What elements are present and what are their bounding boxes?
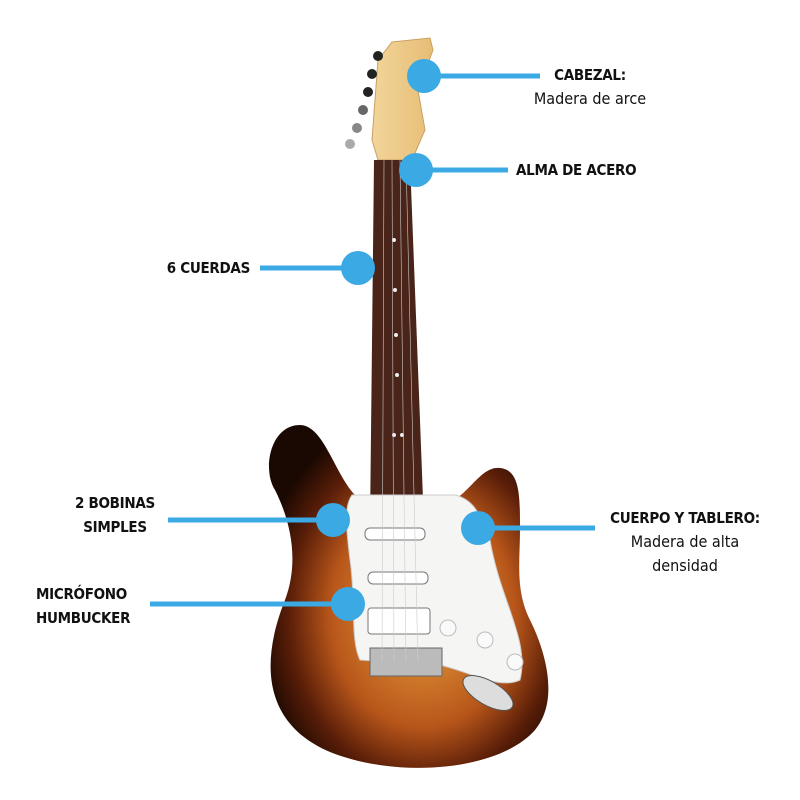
- callout-sub2: densidad: [652, 556, 718, 575]
- callout-body: CUERPO Y TABLERO: Madera de alta densida…: [600, 506, 770, 578]
- callout-line1: MICRÓFONO: [36, 585, 127, 603]
- callout-single-coils: 2 BOBINAS SIMPLES: [55, 491, 175, 539]
- callout-sub1: Madera de alta: [630, 532, 740, 551]
- callout-line2: HUMBUCKER: [36, 609, 131, 627]
- callout-line2: SIMPLES: [83, 518, 147, 536]
- callout-headstock: CABEZAL: Madera de arce: [520, 63, 660, 111]
- callout-markers: [150, 59, 595, 621]
- output-jack-plate: [462, 675, 514, 711]
- tuning-pegs: [345, 51, 383, 149]
- callout-humbucker: MICRÓFONO HUMBUCKER: [36, 582, 131, 630]
- pickups: [364, 527, 431, 635]
- callout-title: CABEZAL:: [554, 66, 626, 84]
- strings: [381, 159, 419, 663]
- callout-subtitle: Madera de arce: [533, 89, 647, 108]
- callout-title: CUERPO Y TABLERO:: [610, 509, 760, 527]
- callout-strings: 6 CUERDAS: [166, 259, 251, 277]
- callout-line1: 2 BOBINAS: [75, 494, 155, 512]
- callout-truss-rod: ALMA DE ACERO: [516, 161, 637, 179]
- knobs: [439, 619, 524, 671]
- fretboard: [370, 160, 424, 525]
